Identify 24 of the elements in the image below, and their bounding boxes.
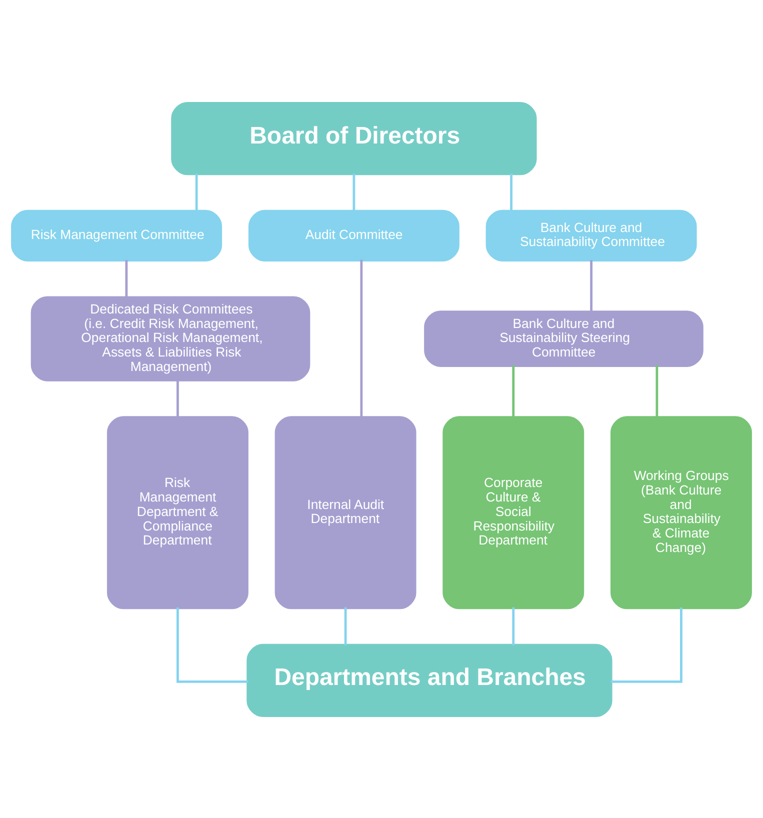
connector xyxy=(512,606,515,645)
connector xyxy=(590,260,592,312)
node-box: Corporate Culture & Social Responsibility Department xyxy=(442,416,584,609)
node-box: Internal Audit Department xyxy=(274,416,416,609)
connector xyxy=(656,364,658,418)
connector xyxy=(195,173,198,212)
connector xyxy=(610,607,682,682)
connector xyxy=(125,260,128,298)
connector xyxy=(344,606,347,645)
connector xyxy=(360,259,363,418)
node-box: Bank Culture and Sustainability Committee xyxy=(486,209,697,261)
node-box: Departments and Branches xyxy=(246,643,612,716)
node-box: Bank Culture and Sustainability Steering Committee xyxy=(424,310,704,366)
connector xyxy=(352,173,356,212)
node-box: Board of Directors xyxy=(171,102,537,175)
node-box: Working Groups (Bank Culture and Sustainability & Climate Change) xyxy=(610,416,752,609)
connector xyxy=(176,607,248,682)
node-box: Dedicated Risk Committees (i.e. Credit Risk Management, Operational Risk Management, Assets & Liabilities Risk Management) xyxy=(30,296,310,381)
node-box: Risk Management Committee xyxy=(11,209,222,261)
node-box: Risk Management Department & Compliance Department xyxy=(106,416,248,609)
connector xyxy=(176,379,179,418)
connector xyxy=(512,364,515,418)
node-box: Audit Committee xyxy=(248,209,460,261)
connector xyxy=(510,173,512,212)
